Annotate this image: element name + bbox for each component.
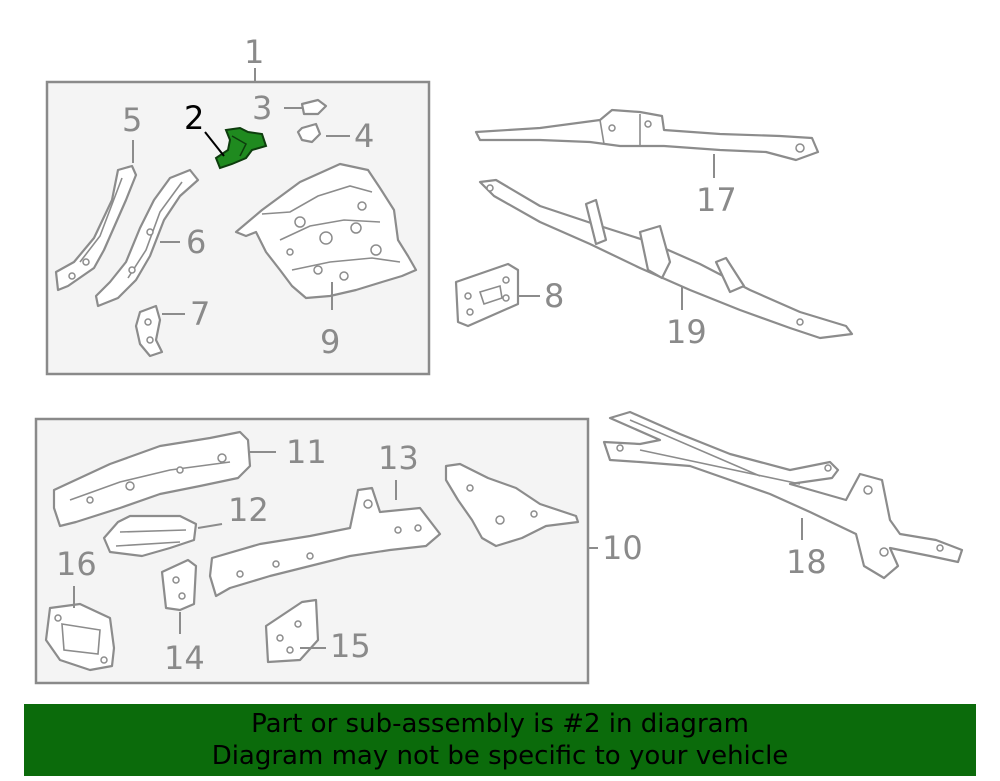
part-5[interactable] [54,140,138,292]
callout-18: 18 [786,543,827,581]
callout-7: 7 [190,295,211,333]
callout-3: 3 [252,89,273,127]
part-7[interactable] [134,304,185,358]
callout-14: 14 [164,639,205,677]
callout-10: 10 [602,529,643,567]
part-10-bracket[interactable] [444,462,580,548]
banner-line-part: Part or sub-assembly is #2 in diagram [251,709,749,739]
callout-6: 6 [186,223,207,261]
part-11[interactable] [52,430,276,528]
banner-line-disclaimer: Diagram may not be specific to your vehi… [211,741,789,771]
part-6[interactable] [94,168,200,308]
callout-13: 13 [378,439,419,477]
part-18[interactable] [602,410,964,580]
callout-4: 4 [354,117,375,155]
part-4[interactable] [296,122,350,144]
callout-8: 8 [544,277,565,315]
callout-12: 12 [228,491,269,529]
part-8[interactable] [454,262,540,328]
callout-5: 5 [122,101,143,139]
callout-19: 19 [666,313,707,351]
part-19[interactable] [478,178,854,340]
callout-17: 17 [696,181,737,219]
part-13[interactable] [208,480,442,598]
part-3[interactable] [284,98,328,116]
callout-15: 15 [330,627,371,665]
part-9[interactable] [234,162,418,310]
part-14[interactable] [160,558,198,634]
part-15[interactable] [264,598,326,664]
part-12[interactable] [102,514,223,558]
part-17[interactable] [474,108,820,178]
part-2-highlighted[interactable] [204,126,268,170]
parts-diagram [34,68,964,685]
callout-1: 1 [244,33,265,71]
info-banner: Part or sub-assembly is #2 in diagram Di… [24,704,976,776]
callout-16: 16 [56,545,97,583]
callout-11: 11 [286,433,327,471]
part-16[interactable] [44,586,116,672]
callout-2: 2 [184,99,205,137]
callout-9: 9 [320,323,341,361]
